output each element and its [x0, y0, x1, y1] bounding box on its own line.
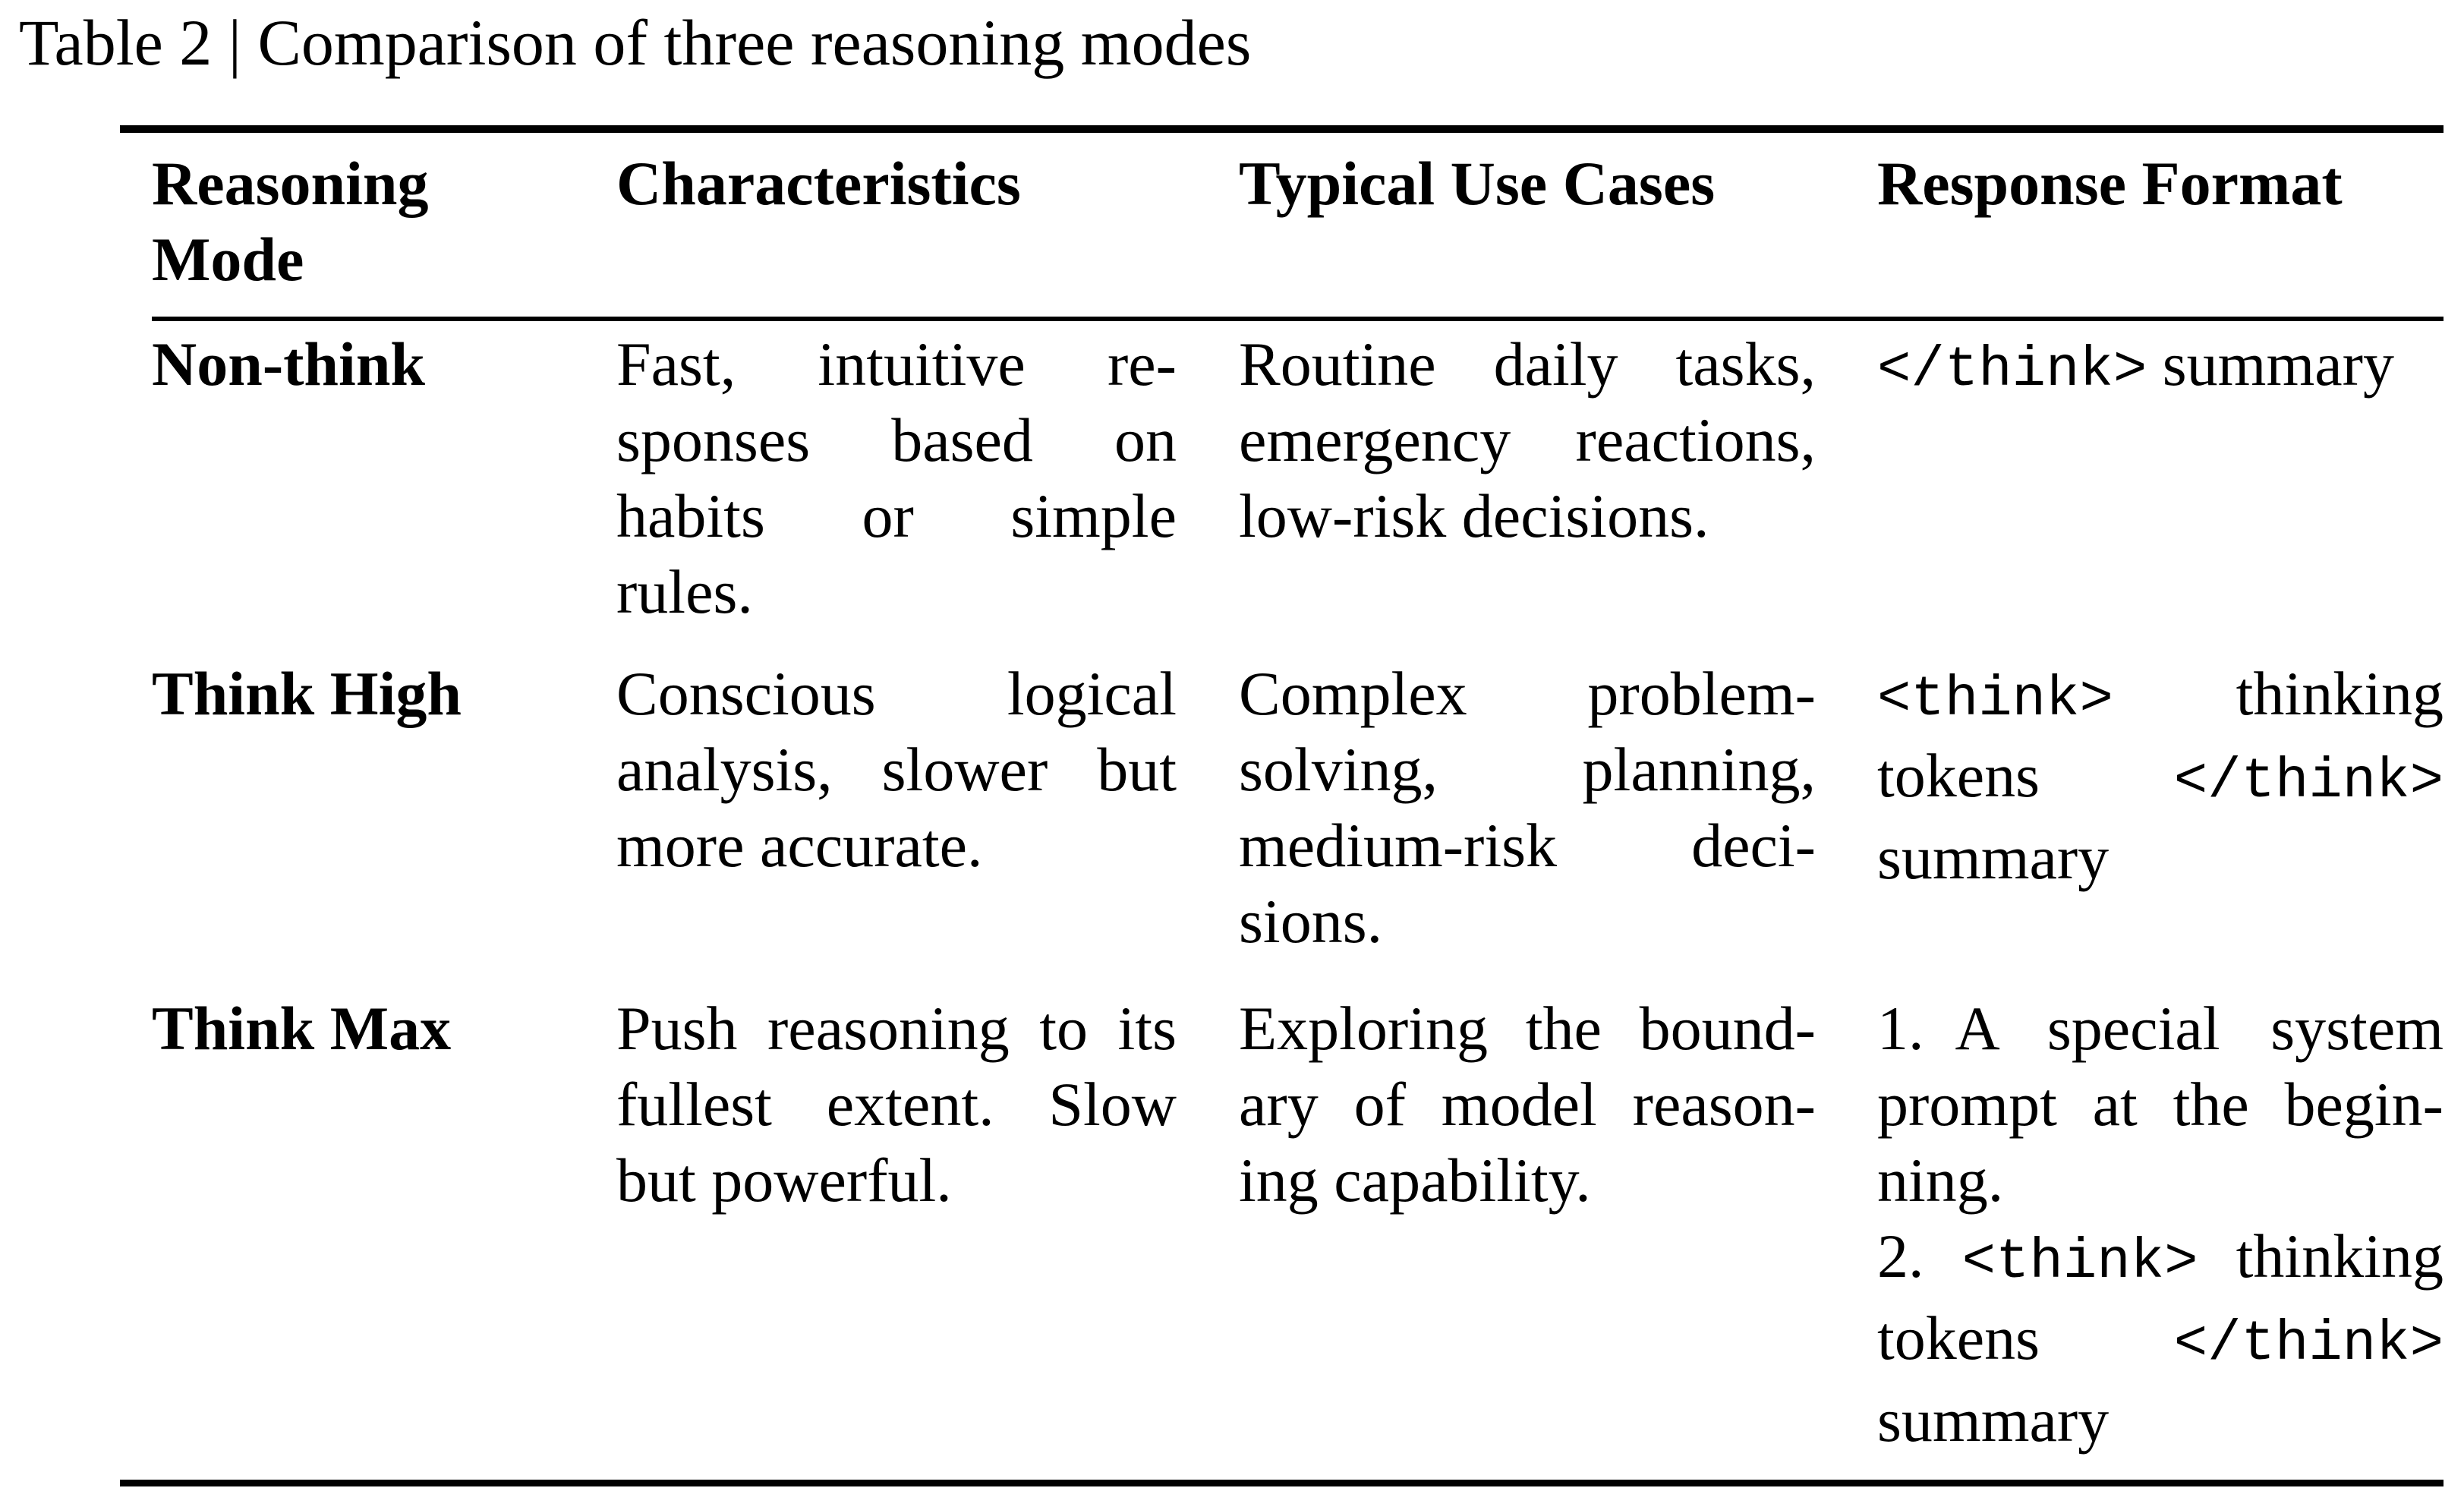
code-token: </think>: [1877, 339, 2147, 402]
cell-line: Typical Use Cases: [1239, 149, 1716, 218]
table-caption: Table 2 | Comparison of three reasoning …: [19, 6, 1252, 79]
table-body: Non-think Fast, intuitive re-sponses bas…: [152, 321, 2444, 1480]
cell-line: medium-risk deci-: [1239, 811, 1816, 880]
cell-line: Characteristics: [616, 149, 1021, 218]
cell-response-format: <think> thinking tokens </think> summary: [1877, 656, 2444, 960]
cell-line: tokens </think>: [1877, 741, 2444, 814]
cell-response-format: 1. A special system prompt at the begin-n…: [1877, 991, 2444, 1458]
cell-line: but powerful.: [616, 1146, 952, 1215]
code-token: <think>: [1961, 1231, 2198, 1294]
cell-line: 1. A special system: [1877, 994, 2444, 1063]
cell-line: rules.: [616, 557, 753, 626]
cell-line: Push reasoning to its: [616, 994, 1177, 1063]
cell-line: ary of model reason-: [1239, 1070, 1816, 1139]
cell-line: summary: [1877, 1386, 2110, 1455]
cell-characteristics: Fast, intuitive re-sponses based on habit…: [616, 326, 1239, 630]
cell-reasoning-mode: Think High: [152, 659, 462, 728]
code-token: </think>: [2173, 1313, 2444, 1376]
cell-characteristics: Conscious logical analysis, slower but mor…: [616, 656, 1239, 960]
cell-line: </think> summary: [1877, 329, 2394, 402]
table-row-think-max: Think Max Push reasoning to its fullest e…: [152, 991, 2444, 1458]
cell-line: Conscious logical: [616, 659, 1177, 728]
cell-line: fullest extent. Slow: [616, 1070, 1177, 1139]
cell-line: ning.: [1877, 1146, 2004, 1215]
cell-line: prompt at the begin-: [1877, 1070, 2444, 1139]
cell-line: 2. <think> thinking: [1877, 1222, 2444, 1294]
cell-line: Mode: [152, 225, 304, 294]
cell-line: more accurate.: [616, 811, 983, 880]
cell-response-format: </think> summary: [1877, 326, 2444, 630]
code-token: </think>: [2173, 750, 2444, 814]
cell-line: emergency reactions,: [1239, 405, 1816, 474]
cell-line: Routine daily tasks,: [1239, 329, 1816, 399]
cell-line: <think> thinking: [1877, 659, 2444, 732]
cell-typical-use-cases: Complex problem-solving, planning, medium…: [1239, 656, 1877, 960]
header-characteristics: Characteristics: [616, 146, 1239, 298]
cell-line: Response Format: [1877, 149, 2343, 218]
cell-line: analysis, slower but: [616, 735, 1177, 804]
code-token: <think>: [1877, 668, 2113, 732]
cell-line: ing capability.: [1239, 1146, 1591, 1215]
header-response-format: Response Format: [1877, 146, 2444, 298]
table-row-non-think: Non-think Fast, intuitive re-sponses bas…: [152, 326, 2444, 630]
cell-line: Complex problem-: [1239, 659, 1816, 728]
header-typical-use-cases: Typical Use Cases: [1239, 146, 1877, 298]
cell-line: Exploring the bound-: [1239, 994, 1816, 1063]
cell-line: low-risk decisions.: [1239, 481, 1709, 550]
cell-line: sponses based on: [616, 405, 1177, 474]
cell-line: Fast, intuitive re-: [616, 329, 1177, 399]
cell-line: solving, planning,: [1239, 735, 1816, 804]
cell-characteristics: Push reasoning to its fullest extent. Slo…: [616, 991, 1239, 1458]
cell-line: sions.: [1239, 887, 1383, 956]
cell-line: Reasoning: [152, 149, 429, 218]
cell-line: tokens </think>: [1877, 1304, 2444, 1376]
cell-typical-use-cases: Routine daily tasks,emergency reactions,…: [1239, 326, 1877, 630]
table-row-think-high: Think High Conscious logical analysis, sl…: [152, 656, 2444, 960]
cell-line: habits or simple: [616, 481, 1177, 550]
cell-reasoning-mode: Think Max: [152, 994, 452, 1063]
cell-line: summary: [1877, 823, 2110, 892]
cell-reasoning-mode: Non-think: [152, 329, 426, 399]
cell-typical-use-cases: Exploring the bound-ary of model reason-…: [1239, 991, 1877, 1458]
